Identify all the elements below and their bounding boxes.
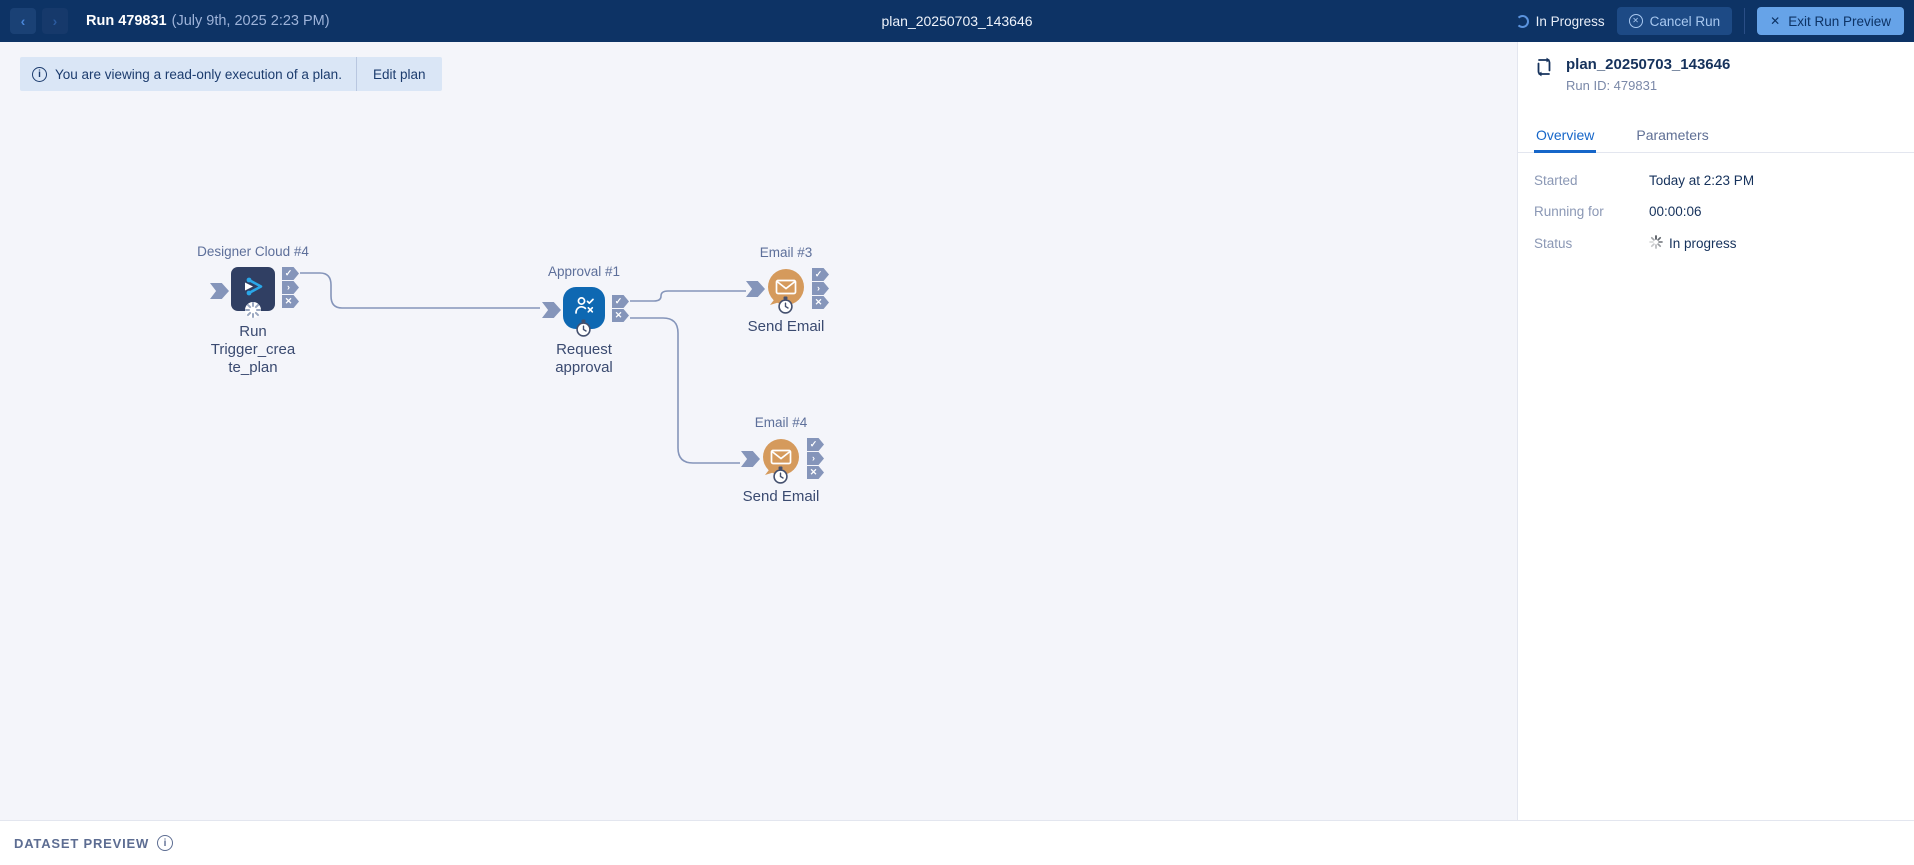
- run-status-label: In Progress: [1535, 13, 1605, 29]
- node-title-email-4: Email #4: [754, 415, 808, 430]
- edit-plan-button[interactable]: Edit plan: [357, 57, 442, 91]
- output-port-next: ›: [807, 452, 824, 465]
- node-title-email-3: Email #3: [759, 245, 813, 260]
- output-port-check: ✓: [812, 268, 829, 281]
- header-divider: [1744, 8, 1746, 34]
- plan-icon: [1532, 55, 1556, 95]
- row-label: Status: [1534, 235, 1573, 251]
- output-port-fail: ✕: [812, 296, 829, 309]
- input-port: [746, 281, 765, 297]
- output-port-check: ✓: [807, 438, 824, 451]
- panel-run-id: Run ID: 479831: [1566, 78, 1658, 94]
- status-text: In progress: [1669, 235, 1737, 251]
- input-port: [210, 283, 229, 299]
- designer-cloud-icon: [240, 273, 267, 305]
- node-email-3[interactable]: [767, 268, 805, 306]
- read-only-banner: i You are viewing a read-only execution …: [20, 57, 442, 91]
- row-value: Today at 2:23 PM: [1649, 172, 1755, 188]
- run-status-chip: In Progress: [1515, 13, 1605, 29]
- clock-status-icon: [772, 466, 789, 490]
- output-port-fail: ✕: [612, 309, 629, 322]
- read-only-message: You are viewing a read-only execution of…: [55, 66, 342, 82]
- info-icon[interactable]: i: [157, 835, 174, 851]
- row-value: 00:00:06: [1649, 203, 1702, 219]
- output-port-next: ›: [812, 282, 829, 295]
- email-icon: [762, 439, 800, 480]
- exit-run-preview-button[interactable]: ✕ Exit Run Preview: [1757, 7, 1904, 35]
- input-port: [542, 302, 561, 318]
- row-running-for: Running for 00:00:06: [1534, 204, 1898, 219]
- run-title: Run 479831(July 9th, 2025 2:23 PM): [86, 13, 330, 29]
- output-port-check: ✓: [612, 295, 629, 308]
- input-port: [741, 451, 760, 467]
- dataset-preview-bar: DATASET PREVIEW i: [0, 820, 1914, 865]
- dataset-preview-title: DATASET PREVIEW: [14, 835, 150, 851]
- row-started: Started Today at 2:23 PM: [1534, 173, 1898, 188]
- status-spinner-icon: [1649, 234, 1663, 252]
- plan-title-header: plan_20250703_143646: [881, 13, 1033, 29]
- row-label: Running for: [1534, 203, 1604, 219]
- banner-divider: [355, 57, 357, 91]
- tab-parameters[interactable]: Parameters: [1634, 121, 1710, 152]
- plan-canvas[interactable]: i You are viewing a read-only execution …: [0, 42, 1517, 820]
- cancel-run-button[interactable]: ✕ Cancel Run: [1616, 7, 1733, 35]
- output-port-fail: ✕: [282, 295, 299, 308]
- run-date-text: (July 9th, 2025 2:23 PM): [171, 13, 330, 29]
- email-icon: [767, 269, 805, 310]
- wire-approval-1-to-email-3: [630, 290, 746, 302]
- node-name-email-4: Send Email: [742, 488, 820, 505]
- cancel-circle-x-icon: ✕: [1628, 14, 1643, 28]
- node-title-approval-1: Approval #1: [547, 264, 621, 279]
- panel-tabs: Overview Parameters: [1518, 121, 1914, 153]
- top-bar: ‹ › Run 479831(July 9th, 2025 2:23 PM) p…: [0, 0, 1914, 42]
- clock-status-icon: [575, 319, 592, 343]
- info-icon: i: [32, 66, 47, 82]
- back-button[interactable]: ‹: [10, 8, 36, 34]
- row-status: Status: [1534, 234, 1898, 252]
- run-id-text: Run 479831: [86, 13, 167, 29]
- connection-wires: [300, 272, 746, 464]
- spinner-status-icon: [244, 301, 262, 324]
- forward-button[interactable]: ›: [42, 8, 68, 34]
- row-label: Started: [1534, 172, 1578, 188]
- node-name-email-3: Send Email: [747, 318, 825, 335]
- close-icon: ✕: [1770, 14, 1781, 28]
- tab-overview[interactable]: Overview: [1534, 121, 1597, 153]
- node-email-4[interactable]: [762, 438, 800, 476]
- node-title-designer-cloud-4: Designer Cloud #4: [197, 244, 309, 259]
- approval-icon: [572, 293, 597, 323]
- panel-plan-title: plan_20250703_143646: [1566, 56, 1731, 73]
- output-port-next: ›: [282, 281, 299, 294]
- wire-approval-1-to-email-4: [630, 317, 740, 464]
- clock-status-icon: [777, 296, 794, 320]
- run-details-panel: plan_20250703_143646 Run ID: 479831 Over…: [1517, 42, 1914, 820]
- output-port-fail: ✕: [807, 466, 824, 479]
- progress-spinner-icon: [1515, 14, 1529, 28]
- output-port-check: ✓: [282, 267, 299, 280]
